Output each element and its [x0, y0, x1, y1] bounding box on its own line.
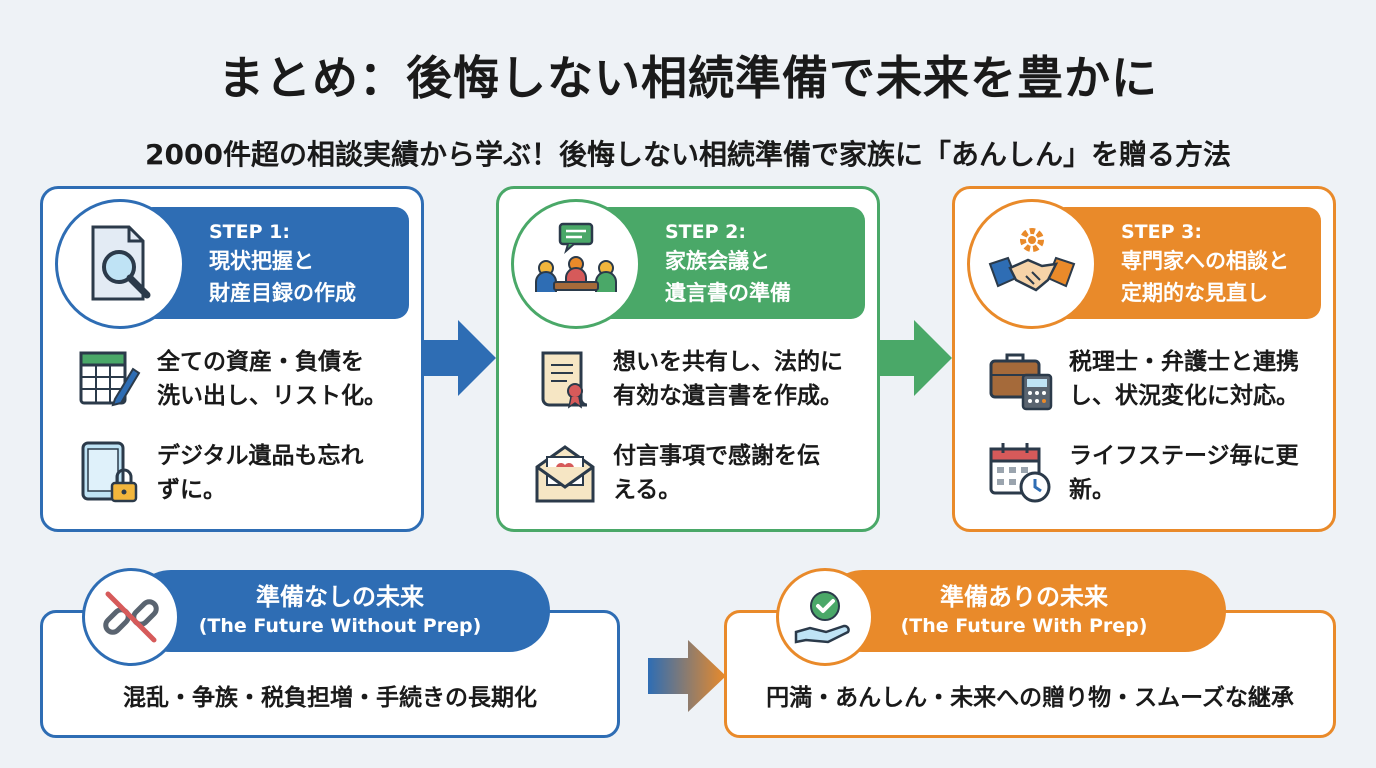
future-with-banner: 準備ありの未来 (The Future With Prep) [822, 570, 1226, 652]
will-scroll-icon [541, 351, 588, 409]
page-subtitle: 2000件超の相談実績から学ぶ！後悔しない相続準備で家族に「あんしん」を贈る方法 [145, 138, 1231, 171]
step-2-item-2-line1: 付言事項で感謝を伝 [613, 443, 820, 469]
future-without-subtitle: (The Future Without Prep) [198, 615, 482, 637]
step-1-item-1-text: 全ての資産・負債を 洗い出し、リスト化。 [157, 345, 417, 413]
step-1-card: STEP 1: 現状把握と 財産目録の作成 全ての資産・負債を 洗い出し、リスト… [40, 186, 424, 532]
step-3-item-2-line1: ライフステージ毎に更 [1069, 443, 1299, 469]
step-1-icon-circle [55, 199, 185, 329]
step-2-title-line1: 家族会議と [665, 249, 770, 273]
step-1-item-1: 全ての資産・負債を 洗い出し、リスト化。 [75, 345, 415, 425]
step-1-item-1-line2: 洗い出し、リスト化。 [157, 383, 387, 409]
heart-letter-icon [535, 445, 595, 503]
step-2-item-1-line2: 有効な遺言書を作成。 [613, 383, 843, 409]
step-1-title-line2: 財産目録の作成 [209, 281, 356, 305]
step-3-item-1: 税理士・弁護士と連携 し、状況変化に対応。 [987, 345, 1327, 425]
step-3-item-1-line1: 税理士・弁護士と連携 [1069, 349, 1299, 375]
arrow-step1-to-step2 [424, 320, 496, 396]
step-3-banner: STEP 3: 専門家への相談と 定期的な見直し [1051, 207, 1321, 319]
calendar-clock-icon [989, 443, 1051, 503]
step-2-item-2: 付言事項で感謝を伝 える。 [531, 439, 871, 519]
step-2-item-2-line2: える。 [613, 477, 682, 503]
future-without-text: 混乱・争族・税負担増・手続きの長期化 [123, 685, 537, 711]
step-3-label: STEP 3: [1121, 221, 1202, 243]
family-meeting-icon [535, 222, 617, 292]
future-without-title: 準備なしの未来 [256, 583, 424, 611]
handshake-gear-icon [988, 228, 1076, 292]
page-title: まとめ：後悔しない相続準備で未来を豊かに [218, 51, 1158, 105]
future-with-icon-circle [776, 568, 874, 666]
step-3-card: STEP 3: 専門家への相談と 定期的な見直し 税理士・弁護士と連携 し、状況… [952, 186, 1336, 532]
step-3-item-2-line2: 新。 [1069, 477, 1115, 503]
step-2-card: STEP 2: 家族会議と 遺言書の準備 想いを共有し、法的 [496, 186, 880, 532]
step-3-title-line2: 定期的な見直し [1121, 281, 1268, 305]
step-1-item-1-line1: 全ての資産・負債を [157, 349, 364, 375]
step-2-item-2-text: 付言事項で感謝を伝 える。 [613, 439, 873, 507]
check-hand-icon [794, 591, 850, 644]
broken-chain-icon [103, 591, 159, 643]
step-2-item-1-line1: 想いを共有し、法的に [613, 349, 843, 375]
step-2-item-1-text: 想いを共有し、法的に 有効な遺言書を作成。 [613, 345, 873, 413]
tablet-lock-icon [81, 441, 138, 503]
step-1-item-2-line2: ずに。 [157, 477, 226, 503]
future-with-title: 準備ありの未来 [940, 583, 1108, 611]
briefcase-calculator-icon [989, 353, 1053, 411]
arrow-without-to-with [648, 640, 726, 712]
future-with-text: 円満・あんしん・未来への贈り物・スムーズな継承 [766, 685, 1294, 711]
future-without-icon-circle [82, 568, 180, 666]
step-1-item-2: デジタル遺品も忘れ ずに。 [75, 439, 415, 519]
step-3-item-1-line2: し、状況変化に対応。 [1069, 383, 1299, 409]
step-2-title-line2: 遺言書の準備 [665, 281, 791, 305]
future-without-banner: 準備なしの未来 (The Future Without Prep) [130, 570, 550, 652]
future-with-subtitle: (The Future With Prep) [900, 615, 1148, 637]
document-search-icon [91, 225, 151, 301]
step-2-label: STEP 2: [665, 221, 746, 243]
step-3-title-line1: 専門家への相談と [1121, 249, 1289, 273]
step-1-label: STEP 1: [209, 221, 290, 243]
step-2-icon-circle [511, 199, 641, 329]
step-3-item-2: ライフステージ毎に更 新。 [987, 439, 1327, 519]
step-3-item-2-text: ライフステージ毎に更 新。 [1069, 439, 1329, 507]
arrow-step2-to-step3 [880, 320, 952, 396]
step-2-item-1: 想いを共有し、法的に 有効な遺言書を作成。 [531, 345, 871, 425]
spreadsheet-pen-icon [79, 351, 141, 407]
step-1-title-line1: 現状把握と [209, 249, 314, 273]
step-1-item-2-line1: デジタル遺品も忘れ [157, 443, 364, 469]
step-3-icon-circle [967, 199, 1097, 329]
step-1-item-2-text: デジタル遺品も忘れ ずに。 [157, 439, 417, 507]
step-3-item-1-text: 税理士・弁護士と連携 し、状況変化に対応。 [1069, 345, 1329, 413]
